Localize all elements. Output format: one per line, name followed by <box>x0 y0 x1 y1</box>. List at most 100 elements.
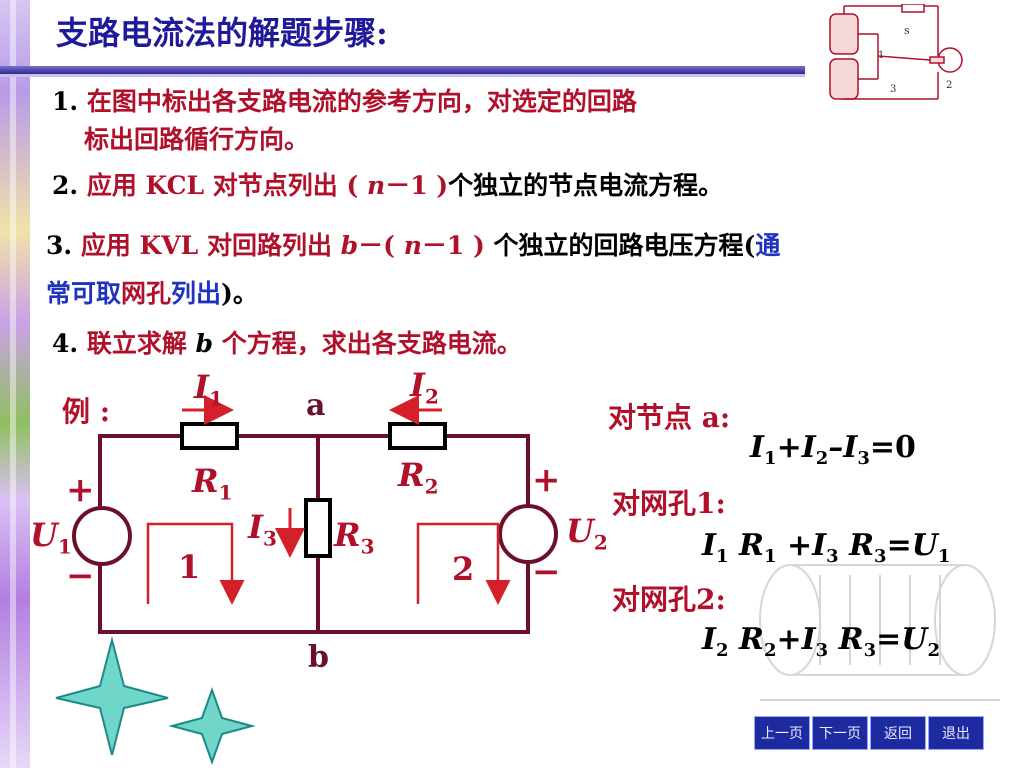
node-eq-part-4: =0 <box>869 430 916 465</box>
mesh2-eq-sub-4: 3 <box>863 640 877 661</box>
mesh-2-equation: I2 R2+I3 R3=U2 <box>702 622 940 661</box>
step-3-var-n: n <box>403 231 422 260</box>
label-i2-var: I <box>410 366 425 404</box>
node-b-label: b <box>308 640 329 675</box>
back-button[interactable]: 返回 <box>870 716 926 750</box>
step-2-number: 2. <box>52 171 79 200</box>
loop-arrow-2 <box>416 522 511 605</box>
resistor-r3 <box>304 498 332 558</box>
label-i3: I3 <box>248 508 277 550</box>
title-divider-highlight <box>0 74 805 77</box>
label-r2-sub: 2 <box>424 474 439 499</box>
circuit-wires <box>98 434 530 634</box>
mesh2-eq-sub-2: 2 <box>763 640 777 661</box>
label-r1-var: R <box>192 462 219 500</box>
step-3-number: 3. <box>46 231 73 260</box>
mesh-2-label: 对网孔2: <box>612 583 726 616</box>
step-1-number: 1. <box>52 87 79 116</box>
step-3-var-b: b <box>340 231 359 260</box>
node-a-label: a <box>306 388 326 423</box>
resistor-r2 <box>388 422 447 450</box>
mesh1-eq-sub-5: 1 <box>937 546 951 567</box>
label-u2-sub: 2 <box>593 530 608 555</box>
step-2-text-b: －1 ) <box>385 171 449 200</box>
mesh2-eq-sub-3: 3 <box>815 640 829 661</box>
mesh1-eq-part-5: =U <box>886 528 938 563</box>
voltage-source-u2 <box>498 504 558 564</box>
step-4-var-b: b <box>195 329 214 358</box>
sidebar-stripe <box>10 0 16 768</box>
step-1-line-1: 1. 在图中标出各支路电流的参考方向，对选定的回路 <box>52 84 637 120</box>
u2-plus-sign: + <box>532 460 561 500</box>
label-i2: I2 <box>410 366 439 408</box>
mesh2-eq-sub-1: 2 <box>716 640 729 661</box>
step-3-text-2d: )。 <box>221 279 258 308</box>
mesh1-eq-part-1: I <box>702 528 717 563</box>
resistor-r1 <box>180 422 239 450</box>
step-3-text-2a: 常可取 <box>46 279 122 308</box>
label-r2-var: R <box>398 456 425 494</box>
step-3-text-2c: 列出 <box>171 279 222 308</box>
mesh1-eq-part-3: +I <box>776 528 827 563</box>
thumbnail-label-2: 2 <box>946 80 952 91</box>
label-r1: R1 <box>192 462 233 504</box>
label-u1: U1 <box>30 516 72 558</box>
step-4-text-c: 个方程，求出各支路电流。 <box>213 329 522 358</box>
mesh1-eq-sub-2: 1 <box>763 546 777 567</box>
slide-navigation: 上一页 下一页 返回 退出 <box>754 716 984 750</box>
step-4-number: 4. <box>52 329 79 358</box>
step-2-text-a: 应用 KCL 对节点列出 ( <box>86 171 368 200</box>
thumbnail-label-3: 3 <box>890 84 896 95</box>
label-i1: I1 <box>194 368 223 410</box>
example-label: 例 : <box>62 395 111 428</box>
loop-arrow-1 <box>146 522 245 605</box>
u1-minus-sign: − <box>66 556 95 596</box>
mesh2-eq-part-1: I <box>702 622 717 657</box>
mesh-1-equation: I1 R1 +I3 R3=U1 <box>702 528 950 567</box>
voltage-source-u1 <box>72 506 132 566</box>
decorative-sidebar <box>0 0 30 768</box>
mesh1-eq-part-4: R <box>838 528 875 563</box>
exit-button[interactable]: 退出 <box>928 716 984 750</box>
next-page-button[interactable]: 下一页 <box>812 716 868 750</box>
page-title: 支路电流法的解题步骤: <box>56 14 388 52</box>
step-3-line-1: 3. 应用 KVL 对回路列出 b－( n－1 ) 个独立的回路电压方程(通 <box>46 228 780 264</box>
mesh2-eq-part-3: +I <box>776 622 816 657</box>
mesh2-eq-part-4: R <box>828 622 864 657</box>
label-r3-sub: 3 <box>360 534 375 559</box>
node-eq-sub-2: 2 <box>815 448 829 469</box>
mesh1-eq-part-2: R <box>728 528 764 563</box>
u1-plus-sign: + <box>66 470 95 510</box>
label-u1-var: U <box>30 516 58 554</box>
label-i3-sub: 3 <box>262 526 277 551</box>
node-equation: I1+I2–I3=0 <box>750 430 916 469</box>
mesh2-eq-sub-5: 2 <box>927 640 940 661</box>
sparkle-star-large <box>55 636 169 756</box>
label-i1-var: I <box>194 368 209 406</box>
step-2-var-n: n <box>367 171 386 200</box>
step-3-text-2b: 网孔 <box>121 279 172 308</box>
node-eq-part-2: +I <box>776 430 816 465</box>
label-i1-sub: 1 <box>208 386 223 411</box>
step-3-text-a: 应用 KVL 对回路列出 <box>80 231 341 260</box>
thumbnail-label-1: 1 <box>878 50 884 61</box>
node-eq-sub-3: 3 <box>857 448 870 469</box>
label-r2: R2 <box>398 456 439 498</box>
step-2: 2. 应用 KCL 对节点列出 ( n－1 )个独立的节点电流方程。 <box>52 168 723 204</box>
mesh1-eq-sub-3: 3 <box>826 546 839 567</box>
loop-2-label: 2 <box>452 550 475 588</box>
label-u2: U2 <box>566 512 608 554</box>
node-eq-part-3: –I <box>828 430 858 465</box>
step-3-text-e: 通 <box>755 231 781 260</box>
thumbnail-circuit-diagram: s 1 2 3 <box>829 4 963 100</box>
step-1-line-2: 标出回路循行方向。 <box>84 125 310 154</box>
mesh1-eq-sub-1: 1 <box>716 546 729 567</box>
node-equation-label: 对节点 a: <box>608 401 731 434</box>
prev-page-button[interactable]: 上一页 <box>754 716 810 750</box>
mesh-1-label: 对网孔1: <box>612 487 726 520</box>
mesh2-eq-part-5: =U <box>876 622 928 657</box>
step-3-text-d: 个独立的回路电压方程( <box>493 231 756 260</box>
label-r3-var: R <box>334 516 361 554</box>
thumbnail-label-s: s <box>904 24 910 37</box>
